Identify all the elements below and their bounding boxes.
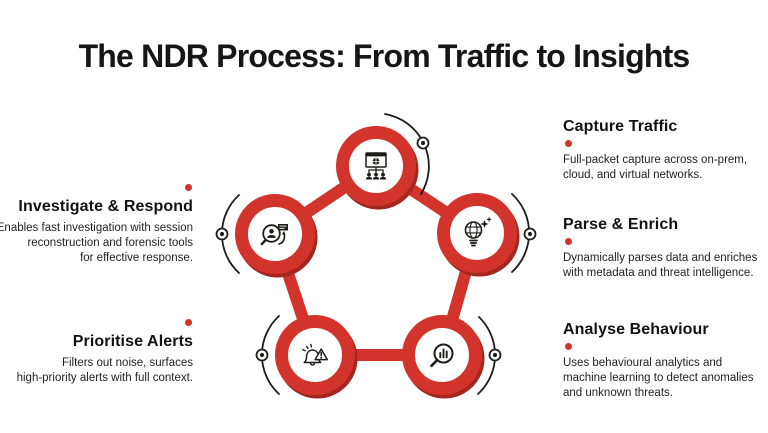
step-analyse-behaviour: Analyse Behaviour Uses behavioural analy… bbox=[563, 320, 768, 401]
screen-network-users-icon bbox=[365, 152, 387, 180]
step-analyse-behaviour-description: Uses behavioural analytics and machine l… bbox=[563, 357, 754, 399]
step-capture-traffic: Capture Traffic Full-packet capture acro… bbox=[563, 117, 768, 183]
step-marker-dot bbox=[565, 238, 572, 245]
step-prioritise-alerts: Prioritise Alerts Filters out noise, sur… bbox=[0, 319, 193, 386]
step-marker-dot bbox=[185, 319, 192, 326]
step-marker-dot bbox=[185, 184, 192, 191]
alert-bell-warning-icon bbox=[302, 343, 329, 366]
node-investigate-respond bbox=[235, 194, 318, 278]
step-parse-enrich-title: Parse & Enrich bbox=[563, 216, 679, 233]
step-marker-dot bbox=[565, 343, 572, 350]
node-prioritise-alerts bbox=[275, 315, 358, 399]
step-parse-enrich: Parse & Enrich Dynamically parses data a… bbox=[563, 215, 768, 281]
node-parse-enrich bbox=[437, 193, 520, 277]
step-capture-traffic-description: Full-packet capture across on-prem, clou… bbox=[563, 154, 748, 181]
step-prioritise-alerts-title: Prioritise Alerts bbox=[72, 333, 193, 350]
globe-lightbulb-icon bbox=[464, 217, 492, 247]
step-parse-enrich-description: Dynamically parses data and enriches wit… bbox=[563, 252, 758, 279]
step-investigate-respond-title: Investigate & Respond bbox=[18, 198, 193, 215]
step-investigate-respond: Investigate & Respond Enables fast inves… bbox=[0, 184, 193, 266]
magnifier-bar-chart-icon bbox=[430, 343, 454, 368]
step-marker-dot bbox=[565, 140, 572, 147]
step-investigate-respond-description: Enables fast investigation with session … bbox=[0, 222, 193, 264]
step-capture-traffic-title: Capture Traffic bbox=[563, 118, 678, 135]
magnifier-user-arrow-icon bbox=[260, 224, 288, 246]
page-title: The NDR Process: From Traffic to Insight… bbox=[78, 38, 691, 74]
step-prioritise-alerts-description: Filters out noise, surfaces high-priorit… bbox=[16, 357, 193, 384]
step-analyse-behaviour-title: Analyse Behaviour bbox=[563, 321, 709, 338]
node-capture-traffic bbox=[336, 126, 419, 210]
node-accent-arcs bbox=[215, 113, 537, 395]
node-analyse-behaviour bbox=[402, 315, 485, 399]
ndr-pentagon-diagram bbox=[215, 113, 537, 399]
